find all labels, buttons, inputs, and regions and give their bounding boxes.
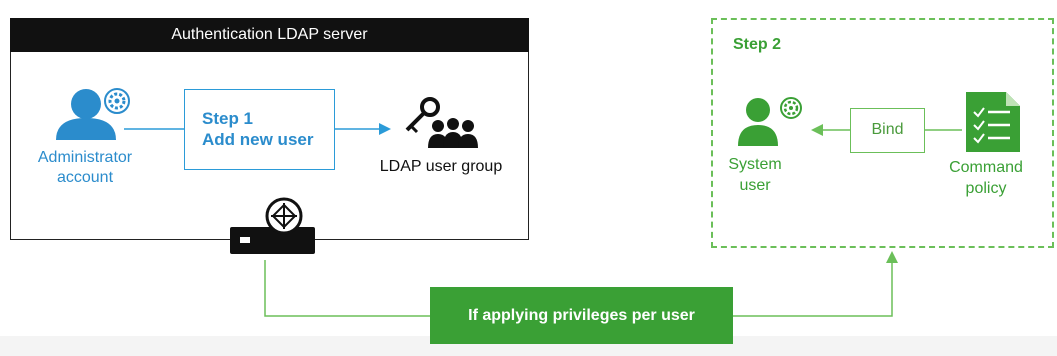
server-to-priv-line (264, 260, 430, 317)
command-label-line2: policy (965, 180, 1007, 197)
step1-box (184, 89, 335, 170)
admin-account-label: Administrator account (20, 148, 150, 188)
server-device-icon (230, 197, 315, 254)
system-user-label: System user (725, 154, 785, 196)
priv-to-step2-arrow (733, 251, 898, 317)
gear-icon (104, 88, 130, 114)
step1-title: Step 1 (202, 109, 254, 128)
system-label-line2: user (739, 177, 771, 194)
admin-label-line2: account (56, 169, 114, 186)
gear-icon-green (780, 97, 802, 119)
step1-subtitle: Add new user (202, 130, 314, 149)
step2-panel (711, 18, 1054, 248)
command-policy-icon (966, 92, 1020, 152)
bind-box: Bind (850, 108, 925, 153)
privileges-box: If applying privileges per user (430, 287, 733, 344)
step1-text: Step 1 Add new user (202, 108, 313, 150)
command-label-line1: Command (949, 159, 1023, 176)
bottom-band (0, 336, 1057, 356)
ldap-group-label: LDAP user group (379, 158, 503, 175)
system-user-icon (738, 98, 778, 146)
ldap-server-title: Authentication LDAP server (10, 18, 529, 52)
user-group-icon (428, 118, 478, 148)
system-label-line1: System (728, 156, 782, 173)
command-policy-label: Command policy (938, 157, 1034, 199)
key-icon (405, 97, 440, 134)
admin-user-icon (56, 89, 116, 140)
step2-title: Step 2 (733, 36, 782, 53)
admin-label-line1: Administrator (37, 149, 133, 166)
